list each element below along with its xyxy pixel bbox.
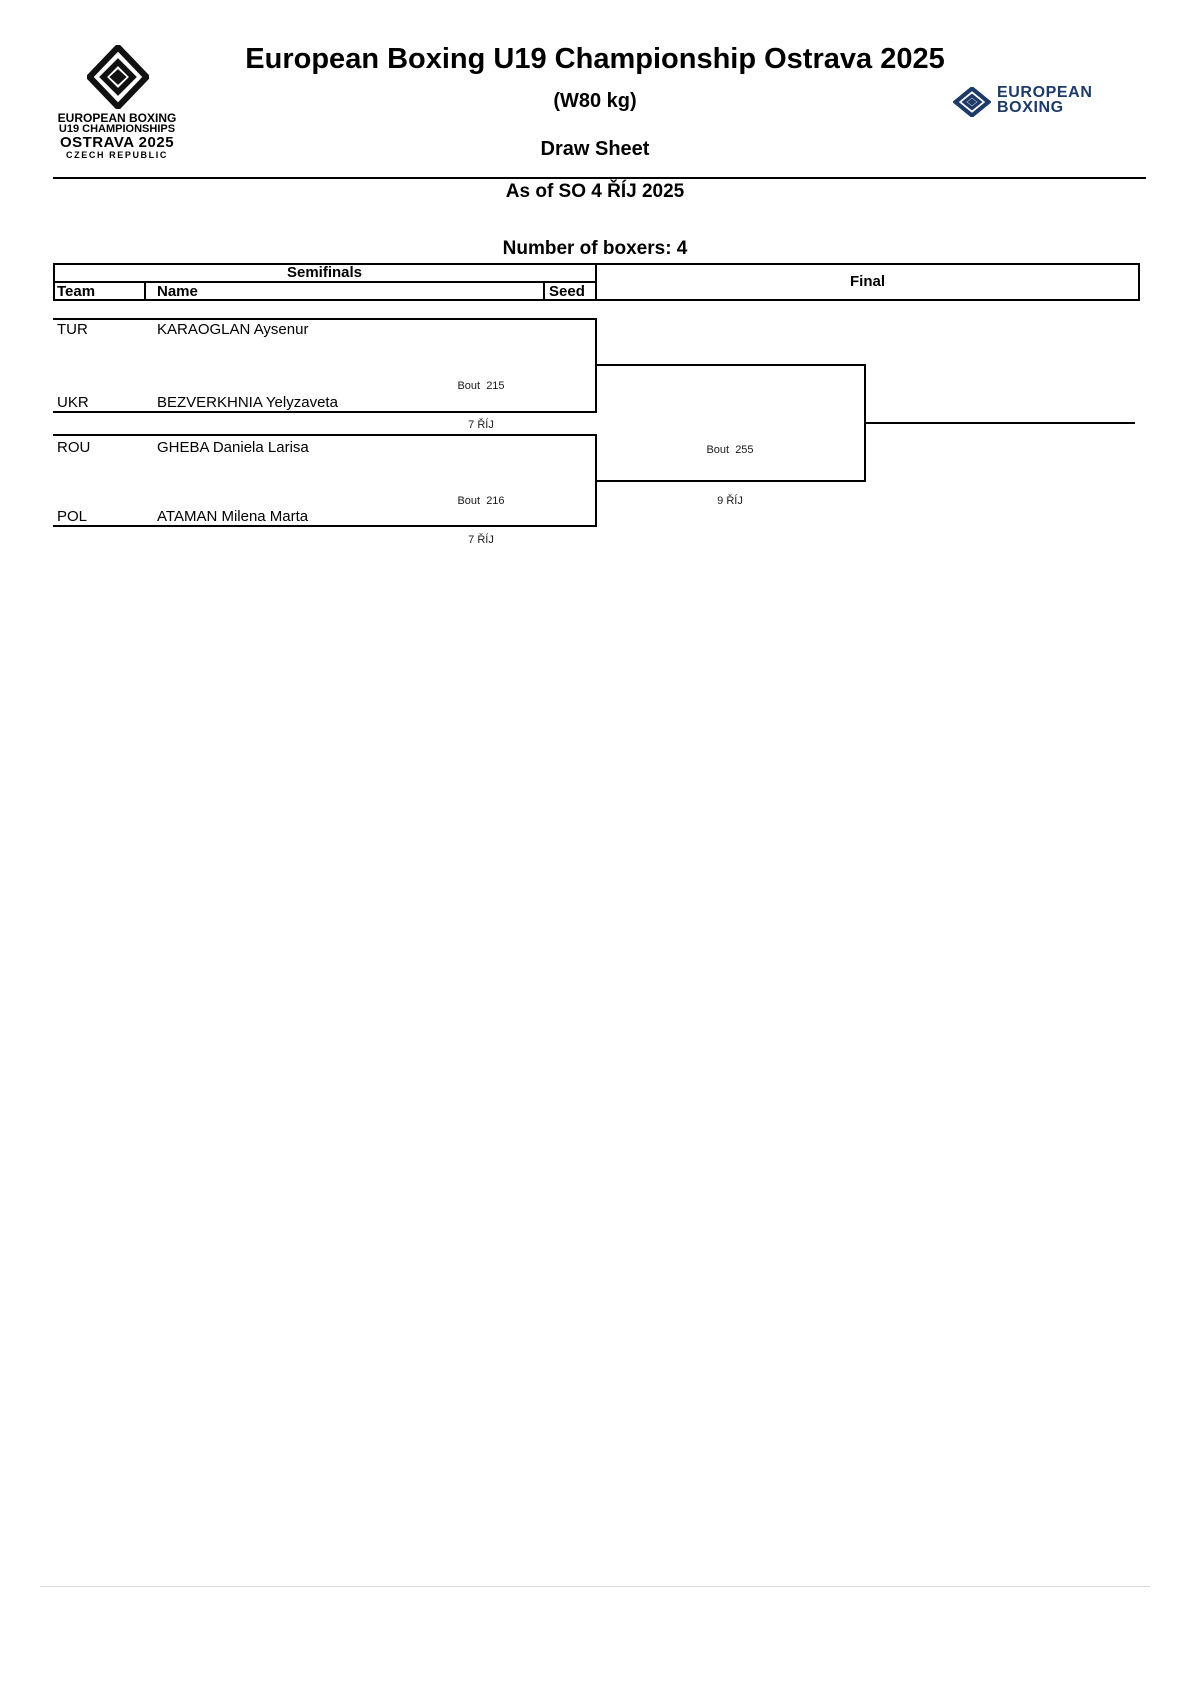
- column-header-seed: Seed: [549, 283, 585, 300]
- boxer-team: UKR: [57, 394, 89, 411]
- header-row-divider: [53, 281, 597, 283]
- semifinals-final-divider: [595, 263, 597, 301]
- column-header-team: Team: [57, 283, 96, 300]
- bout-label-final: Bout 255 9 ŘÍJ: [706, 408, 753, 544]
- title-rule: [53, 177, 1146, 179]
- boxer-name: GHEBA Daniela Larisa: [157, 439, 309, 456]
- final-boxer1-line: [595, 364, 866, 366]
- bout-date: 7 ŘÍJ: [468, 419, 494, 431]
- bout-label-semifinal2: Bout 216 7 ŘÍJ: [457, 469, 504, 573]
- semifinal1-boxer2-line: [53, 411, 597, 413]
- team-name-divider: [144, 281, 146, 301]
- bout-label-semifinal1: Bout 215 7 ŘÍJ: [457, 354, 504, 458]
- page-title: European Boxing U19 Championship Ostrava…: [245, 43, 945, 75]
- boxer-team: ROU: [57, 439, 91, 456]
- weight-class: (W80 kg): [553, 90, 637, 112]
- bout-date: 7 ŘÍJ: [468, 534, 494, 546]
- boxer-name: KARAOGLAN Aysenur: [157, 321, 309, 338]
- name-seed-divider: [543, 281, 545, 301]
- boxer-name: BEZVERKHNIA Yelyzaveta: [157, 394, 338, 411]
- tournament-logo-line3: OSTRAVA 2025: [59, 134, 175, 151]
- tournament-logo-line4: CZECH REPUBLIC: [66, 150, 168, 160]
- boxer-team: POL: [57, 508, 88, 525]
- footer-rule: [40, 1586, 1150, 1587]
- semifinal1-boxer1-line: [53, 318, 597, 320]
- boxer-name: ATAMAN Milena Marta: [157, 508, 309, 525]
- header-table-right-border: [1138, 263, 1140, 301]
- round-header-final: Final: [849, 273, 885, 290]
- gem-diamond-icon: [85, 42, 151, 112]
- bout-number: Bout 215: [457, 380, 505, 392]
- boxer-team: TUR: [57, 321, 88, 338]
- tournament-logo: [85, 42, 151, 112]
- bout-number: Bout 255: [706, 444, 754, 456]
- federation-logo: [952, 85, 992, 119]
- semifinal2-boxer1-line: [53, 434, 597, 436]
- column-header-name: Name: [157, 283, 198, 300]
- round-header-semifinals: Semifinals: [286, 264, 363, 281]
- gem-diamond-icon: [952, 85, 992, 119]
- final-boxer2-line: [595, 480, 866, 482]
- as-of-date: As of SO 4 ŘÍJ 2025: [505, 181, 685, 202]
- bout-date: 9 ŘÍJ: [717, 495, 743, 507]
- federation-logo-line2: BOXING: [997, 99, 1064, 116]
- boxer-count: Number of boxers: 4: [502, 238, 688, 259]
- tournament-logo-line2: U19 CHAMPIONSHIPS: [58, 123, 176, 135]
- tournament-logo-line1: EUROPEAN BOXING: [57, 111, 177, 125]
- bout-number: Bout 216: [457, 495, 505, 507]
- semifinal2-boxer2-line: [53, 525, 597, 527]
- federation-logo-line1: EUROPEAN: [997, 84, 1093, 101]
- sheet-type: Draw Sheet: [540, 138, 650, 160]
- final-winner-line: [864, 422, 1135, 424]
